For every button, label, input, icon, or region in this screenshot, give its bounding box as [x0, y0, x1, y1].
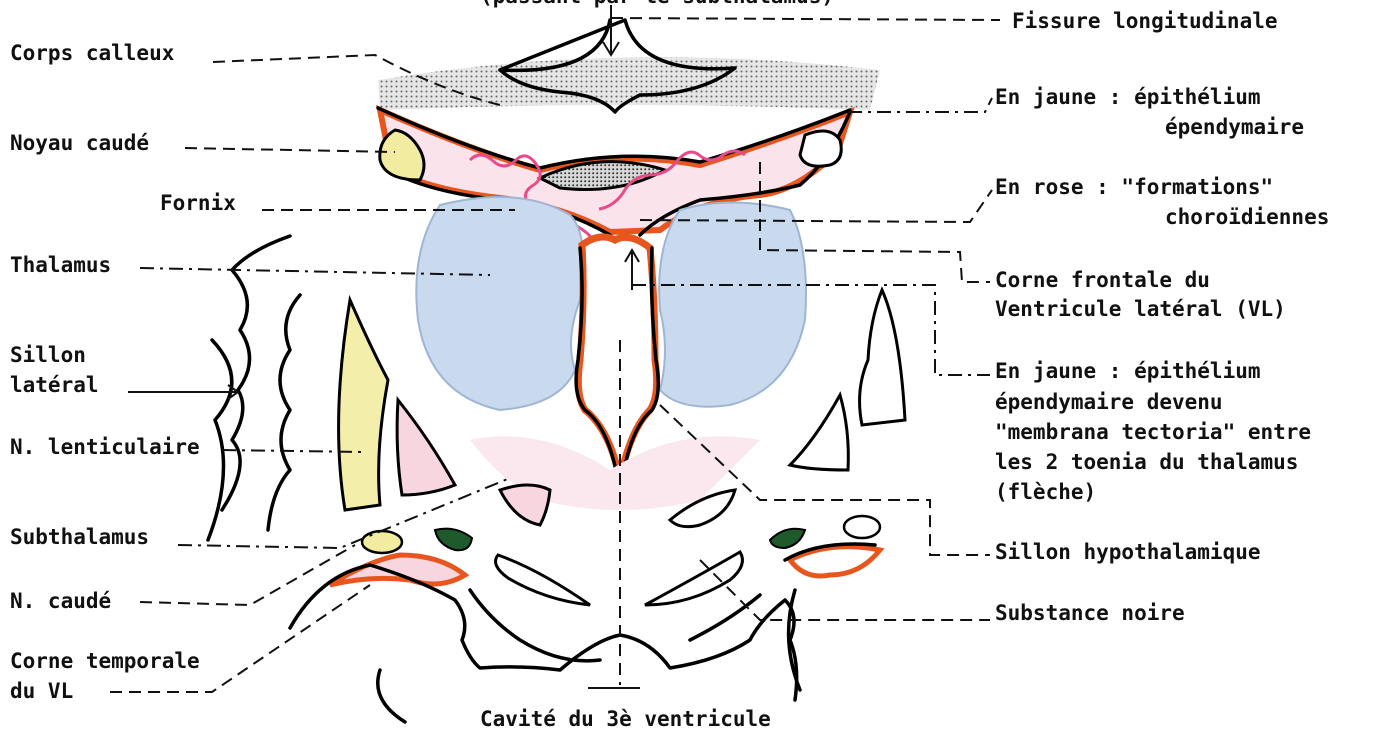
label-en-rose-b: choroïdiennes [1165, 205, 1329, 229]
lenticular-nucleus-left [339, 300, 388, 510]
cerebral-peduncle-left [496, 555, 590, 605]
label-corps-calleux: Corps calleux [10, 41, 175, 65]
thalamus-right [659, 203, 806, 407]
label-en-jaune-2-b: épendymaire devenu [995, 390, 1223, 414]
caudate-tail-right [844, 516, 880, 538]
label-corne-frontale-a: Corne frontale du [995, 268, 1210, 292]
label-thalamus: Thalamus [10, 253, 111, 277]
third-ventricle [578, 237, 656, 480]
leader-sillon-lateral [128, 385, 238, 399]
globus-pallidus-right [790, 395, 848, 470]
substantia-nigra-right [770, 529, 805, 548]
leader-fissure [611, 18, 1000, 20]
caudate-tail-left [362, 531, 402, 553]
cerebral-peduncle-right [645, 552, 742, 605]
lenticular-nucleus-right [860, 290, 905, 425]
thalamus-left [416, 197, 583, 410]
label-cavite-3e-ventricule: Cavité du 3è ventricule [480, 707, 771, 731]
label-sillon-hypothalamique: Sillon hypothalamique [995, 540, 1261, 564]
subthalamic-nucleus-left [500, 485, 550, 525]
leader-noyau-caude [185, 148, 395, 152]
label-n-lenticulaire: N. lenticulaire [10, 435, 200, 459]
label-fornix: Fornix [160, 191, 236, 215]
label-corne-frontale-b: Ventricule latéral (VL) [995, 297, 1286, 321]
leader-corne-temporale [110, 585, 370, 692]
label-sillon-lateral-1: Sillon [10, 343, 86, 367]
lateral-sulcus-left [222, 236, 300, 530]
top-caption: (passant par le subthalamus) [480, 0, 834, 8]
label-corne-temporale-1: Corne temporale [10, 649, 200, 673]
label-en-jaune-2-c: "membrana tectoria" entre [995, 420, 1311, 444]
label-subthalamus: Subthalamus [10, 525, 149, 549]
label-substance-noire: Substance noire [995, 601, 1185, 625]
label-en-jaune-1-a: En jaune : épithélium [995, 85, 1261, 109]
lateral-sulcus-outer-left [208, 340, 232, 540]
label-en-jaune-2-e: (flèche) [995, 480, 1096, 504]
label-fissure-longitudinale: Fissure longitudinale [1012, 9, 1278, 33]
leader-n-caude [140, 545, 355, 605]
label-en-jaune-2-a: En jaune : épithélium [995, 359, 1261, 383]
substantia-nigra-left [435, 529, 472, 551]
label-n-caude: N. caudé [10, 589, 111, 613]
label-corne-temporale-2: du VL [10, 679, 73, 703]
label-en-rose-a: En rose : "formations" [995, 175, 1273, 199]
label-en-jaune-2-d: les 2 toenia du thalamus [995, 450, 1298, 474]
caudate-nucleus-right [800, 131, 841, 166]
globus-pallidus-left [397, 400, 455, 495]
label-en-jaune-1-b: épendymaire [1165, 115, 1304, 139]
label-sillon-lateral-2: latéral [10, 373, 99, 397]
label-noyau-caude: Noyau caudé [10, 131, 149, 155]
